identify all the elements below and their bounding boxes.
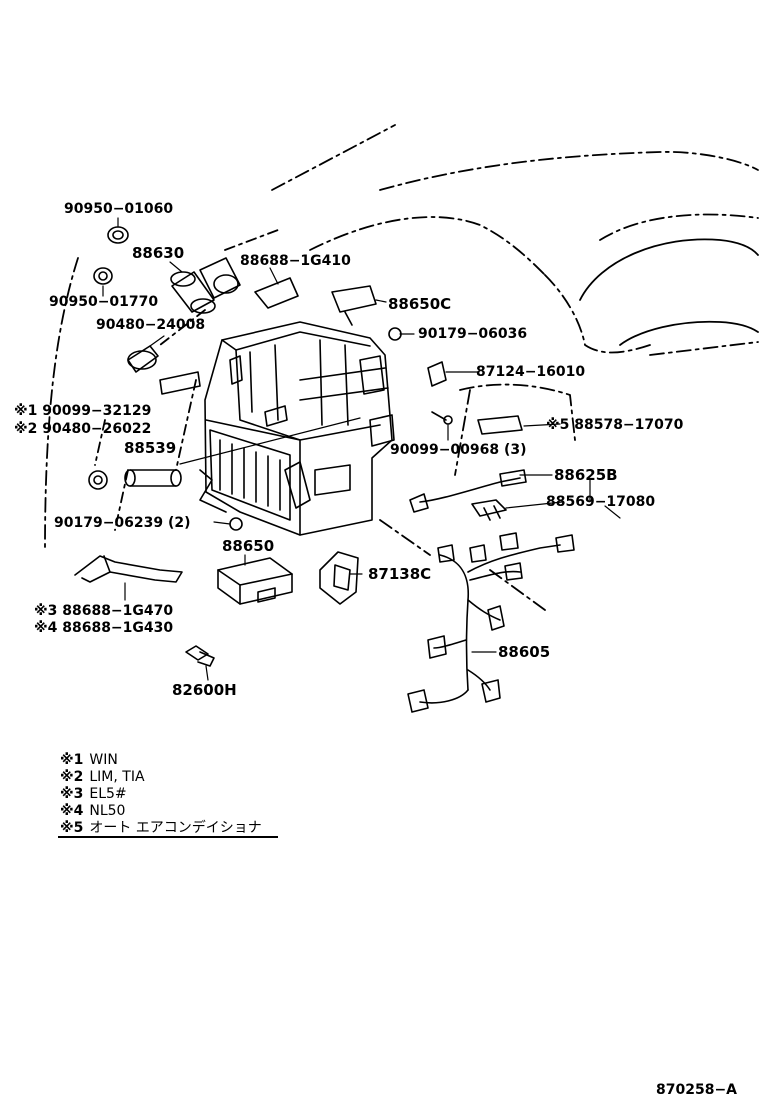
part-label-88650c: 88650C — [388, 295, 452, 313]
part-label-88630: 88630 — [132, 244, 185, 262]
part-label-88688-1g410: 88688−1G410 — [240, 253, 351, 269]
part-label-88688-1g430: ※4 88688−1G430 — [34, 620, 174, 636]
heater-unit-housing — [199, 321, 395, 536]
part-label-88650: 88650 — [222, 537, 275, 555]
part-label-90950-01770: 90950−01770 — [49, 294, 159, 310]
part-label-88688-1g470: ※3 88688−1G470 — [34, 603, 174, 619]
part-label-88569-17080: 88569−17080 — [546, 494, 656, 510]
part-label-88625b: 88625B — [554, 466, 618, 484]
part-label-88539: 88539 — [124, 439, 177, 457]
part-label-88605: 88605 — [498, 643, 551, 661]
leader-lines — [102, 217, 621, 681]
part-label-90099-32129: ※1 90099−32129 — [14, 403, 152, 419]
part-label-90480-24008: 90480−24008 — [96, 317, 206, 333]
vehicle-outline — [44, 124, 759, 611]
part-label-90950-01060: 90950−01060 — [64, 201, 174, 217]
hardware-parts — [74, 226, 575, 713]
part-label-90179-06036: 90179−06036 — [418, 326, 528, 342]
part-label-90099-00968: 90099−00968 (3) — [390, 442, 527, 458]
part-label-90480-26022: ※2 90480−26022 — [14, 421, 152, 437]
part-label-90179-06239: 90179−06239 (2) — [54, 515, 191, 531]
footnote-underline — [58, 836, 278, 838]
part-label-88578-17070: ※5 88578−17070 — [546, 417, 684, 433]
diagram-code: 870258−A — [656, 1082, 738, 1098]
part-label-87138c: 87138C — [368, 565, 432, 583]
part-label-82600h: 82600H — [172, 681, 237, 699]
part-label-87124-16010: 87124−16010 — [476, 364, 586, 380]
